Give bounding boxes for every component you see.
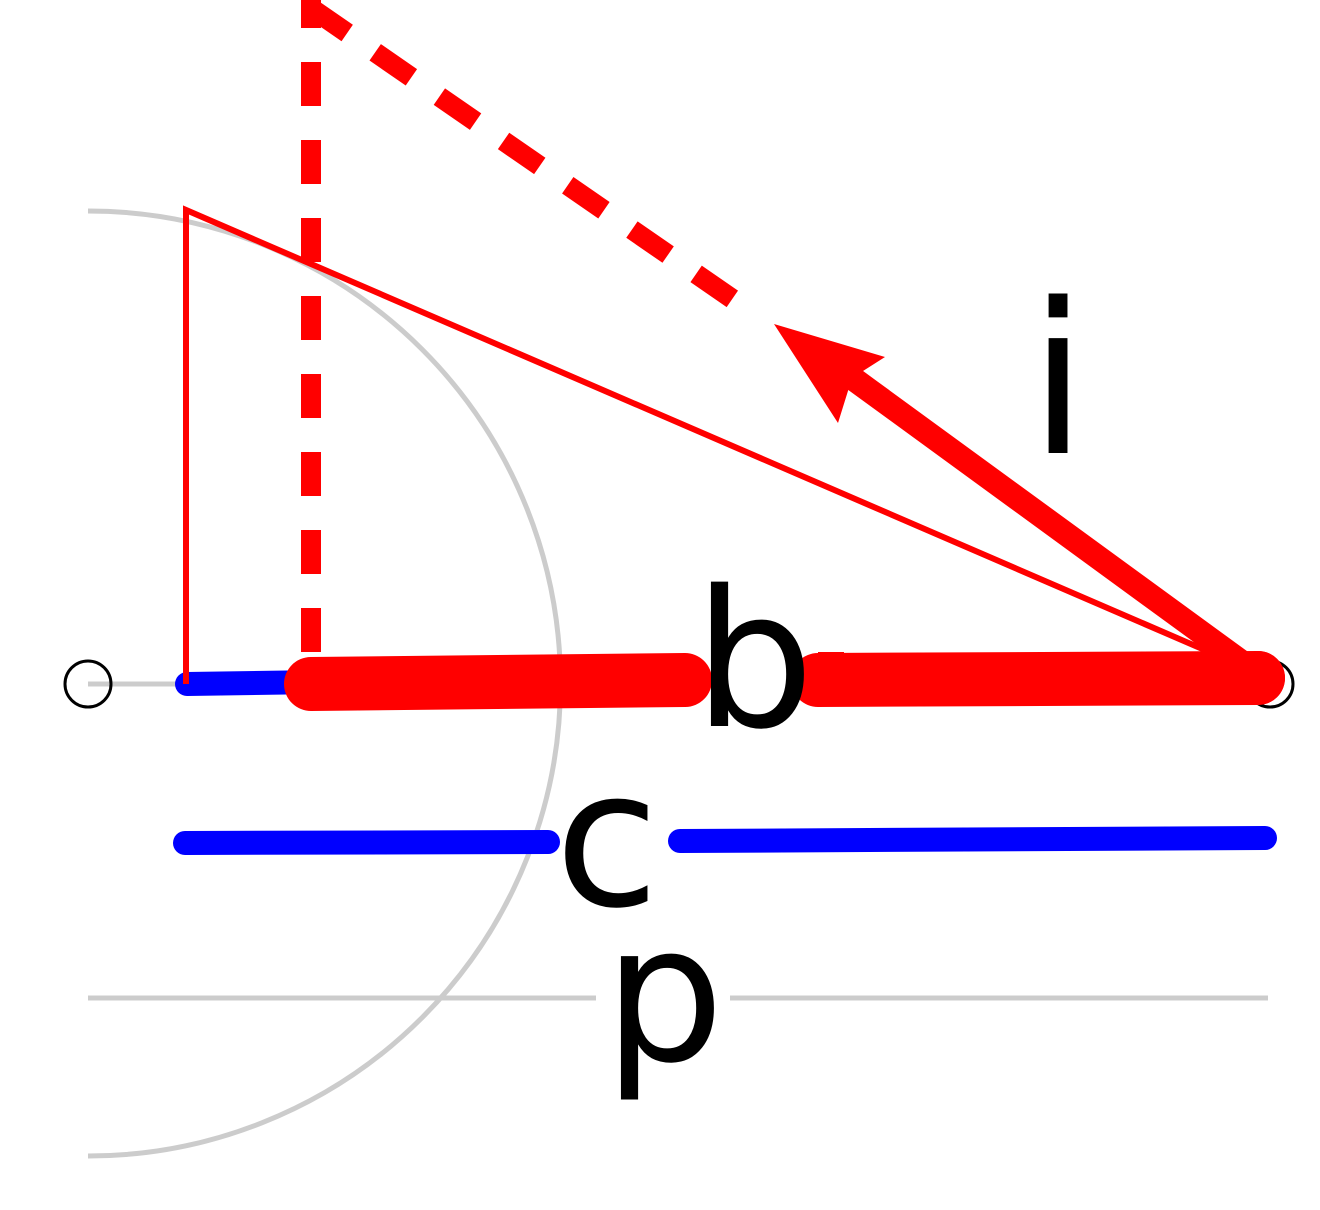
red-line-b-left-end [660,654,686,707]
red-dashed-diagonal [305,0,766,327]
origin-circle-right-fill [1231,651,1285,705]
blue-line-c-right [668,826,1277,853]
red-thick-line-b-left [284,653,712,711]
red-thick-line-b-right [791,651,1285,707]
label-p: p [604,884,725,1105]
red-arrow-i-head [774,324,885,423]
label-c: c [555,729,659,950]
red-triangle-outline [183,205,1267,684]
label-b: b [694,550,815,771]
blue-line-c-left [173,830,560,855]
origin-circle-left [63,659,113,709]
label-i: i [1029,258,1087,503]
red-line-b-right-end [818,652,844,705]
red-arrow-i-shaft [843,368,1270,686]
